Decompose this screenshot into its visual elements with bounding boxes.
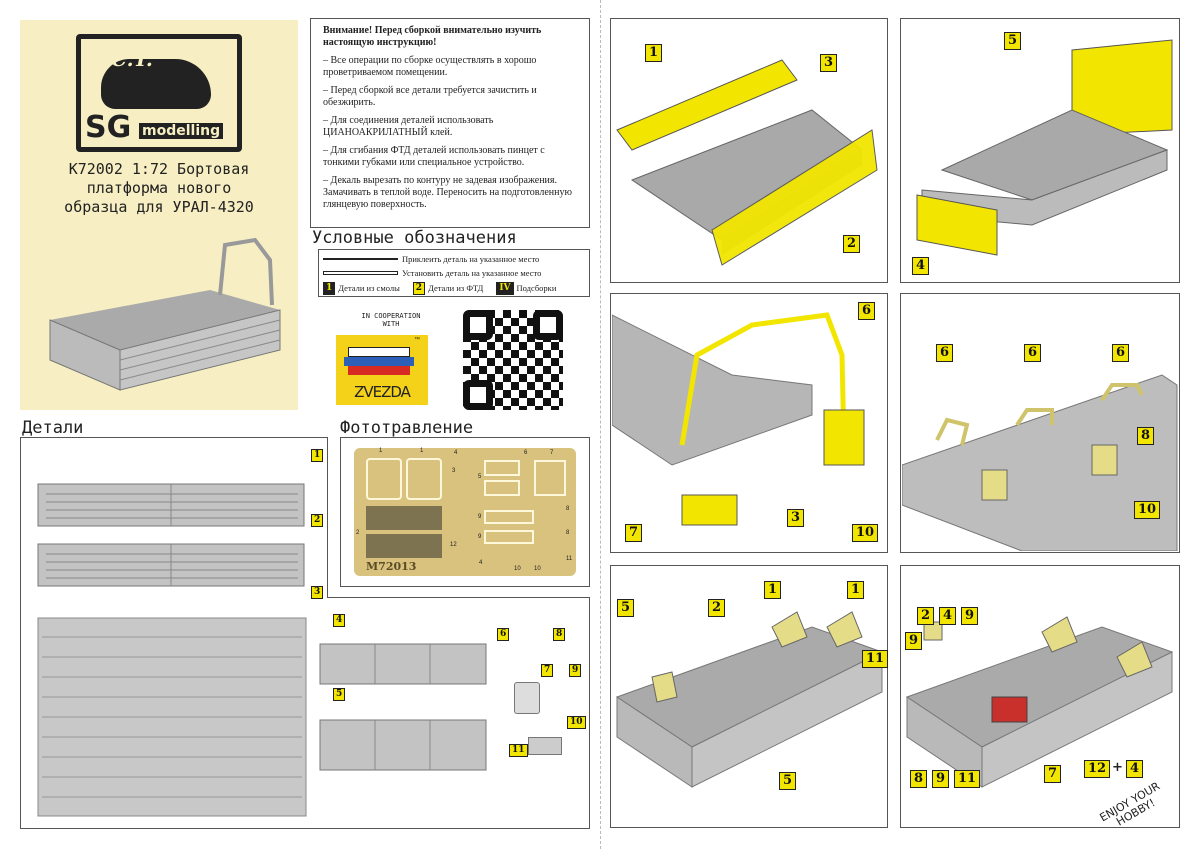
part-badge: 1 [311,449,324,462]
part-badge: 5 [333,688,346,701]
step-3-badge: 3 [787,509,805,527]
logo-sprue-frame: C.T. SG modelling [76,34,242,152]
part-badge: 4 [333,614,346,627]
step-6-badge: 12 [1084,760,1111,778]
step-6-badge: 8 [910,770,928,788]
step-5-drawing [615,611,884,788]
part-badge: 2 [311,514,324,527]
step-1-badge: 1 [645,44,663,62]
end-panels-drawing [319,643,487,771]
legend-install: Установить деталь на указанное место [323,266,585,280]
step-4-badge: 6 [1112,344,1130,362]
step-6-badge: 2 [917,607,935,625]
side-panels-drawing [37,483,305,587]
arrow-hollow-icon [323,271,398,275]
step-4-drawing [902,374,1178,551]
part-badge: 10 [567,716,586,729]
pe-label: Детали из ФТД [428,283,484,293]
step-5-badge: 5 [617,599,635,617]
step-6-badge: 11 [954,770,981,788]
pe-code: M72013 [366,560,417,573]
legend-glue-label: Приклеить деталь на указанное место [402,254,540,264]
part-badge: 9 [569,664,582,677]
step-2-badge: 5 [1004,32,1022,50]
step-5-badge: 5 [779,772,797,790]
platform-render [49,237,281,391]
toolbox-part [528,737,562,755]
instruction-item: – Все операции по сборке осуществлять в … [323,55,537,78]
qr-code[interactable] [463,310,563,410]
step-6-badge: 4 [939,607,957,625]
step-1-badge: 2 [843,235,861,253]
instruction-item: – Для соединения деталей использовать ЦИ… [323,115,494,138]
step-6-badge: 4 [1126,760,1144,778]
step-5-badge: 2 [708,599,726,617]
part-badge: 6 [497,628,510,641]
bear-icon [101,59,211,109]
step-4-badge: 10 [1134,501,1161,519]
logo-sub: modelling [139,123,224,139]
fold-line [600,0,601,849]
legend-title: Условные обозначения [312,228,517,248]
instructions-box: Внимание! Перед сборкой внимательно изуч… [310,18,590,228]
logo-brand: SG [85,110,132,145]
subassembly-badge: IV [496,281,514,295]
part-badge: 8 [553,628,566,641]
step-5-badge: 1 [764,581,782,599]
step-5-badge: 1 [847,581,865,599]
step-4-badge: 6 [1024,344,1042,362]
instruction-item: – Декаль вырезать по контуру не задевая … [323,175,572,210]
step-5-badge: 11 [862,650,889,668]
step-6-badge: 9 [961,607,979,625]
step-4-badge: 6 [936,344,954,362]
step-4-badge: 8 [1137,427,1155,445]
legend-glue: Приклеить деталь на указанное место [323,252,585,266]
legend-box: Приклеить деталь на указанное место Уста… [318,249,590,297]
pe-fret: M72013 1 1 2 3 4 4 5 6 7 8 8 9 9 10 10 1… [354,448,576,576]
step-1-drawing [616,59,878,266]
step-6-badge: 9 [905,632,923,650]
step-1-badge: 3 [820,54,838,72]
step-6-badge: 9 [932,770,950,788]
step-3-badge: 6 [858,302,876,320]
step-2-badge: 4 [912,257,930,275]
step-6-badge: 7 [1044,765,1062,783]
part-badge: 11 [509,744,528,757]
step-3-drawing [612,312,865,526]
resin-label: Детали из смолы [338,283,400,293]
part-badge: 3 [311,586,324,599]
step-2-drawing [916,39,1173,256]
pe-title: Фототравление [340,418,474,438]
zvezda-logo: ZVEZDA ™ [336,335,428,405]
resin-badge: 1 [323,281,336,295]
step-6-drawing [905,616,1174,788]
part-badge: 7 [541,664,554,677]
plus-sign: + [1112,760,1123,775]
warning-text: Внимание! Перед сборкой внимательно изуч… [323,25,542,48]
arrow-solid-icon [323,258,398,260]
step-3-badge: 10 [852,524,879,542]
pe-badge: 2 [412,281,426,295]
legend-install-label: Установить деталь на указанное место [402,268,542,278]
parts-title: Детали [22,418,84,438]
step-3-badge: 7 [625,524,643,542]
subassembly-label: Подсборки [516,283,557,293]
instruction-item: – Для сгибания ФТД деталей использовать … [323,145,545,168]
floor-drawing [37,617,307,817]
jerrycan-part [514,682,540,714]
logo-monogram: C.T. [111,47,153,71]
instruction-item: – Перед сборкой все детали требуется зач… [323,85,537,108]
pe-box: M72013 1 1 2 3 4 4 5 6 7 8 8 9 9 10 10 1… [340,437,590,587]
